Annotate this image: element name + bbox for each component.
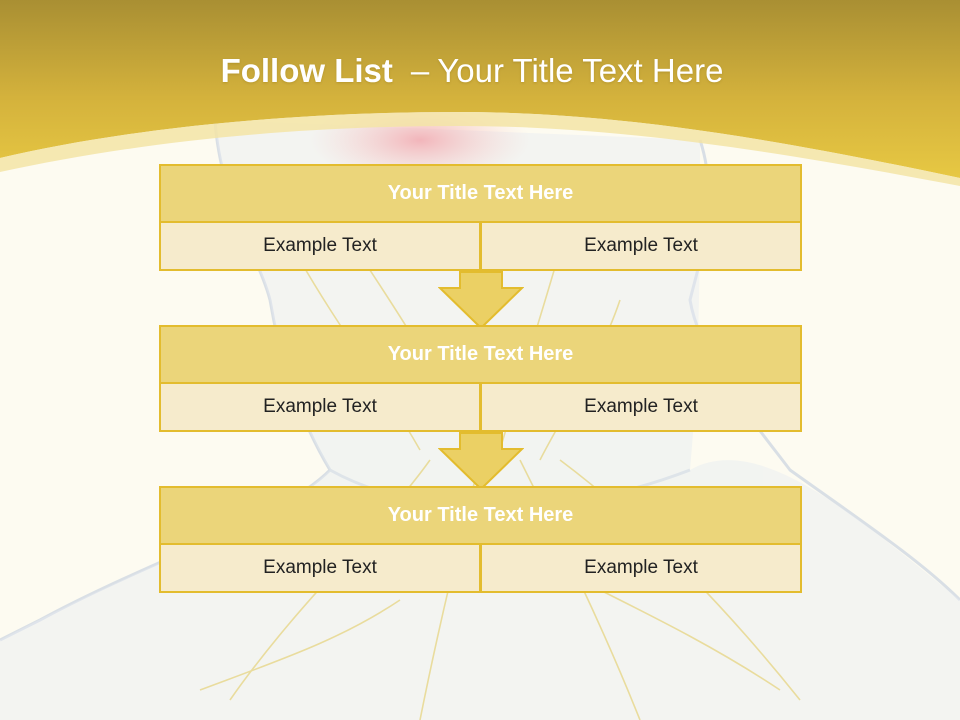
list-block-right-text: Example Text [482,384,800,430]
banner-curve-light [0,112,960,186]
list-block-right-text: Example Text [482,545,800,591]
list-block-left-text: Example Text [161,545,479,591]
list-block-2: Your Title Text Here Example Text Exampl… [159,325,802,432]
down-arrow-icon [438,271,524,330]
title-separator: – [410,52,430,89]
down-arrow-icon [438,432,524,491]
header-banner [0,0,960,178]
list-block-title: Your Title Text Here [161,166,800,221]
slide-title: Follow List–Your Title Text Here [0,52,944,90]
list-block-title: Your Title Text Here [161,327,800,382]
list-block-3: Your Title Text Here Example Text Exampl… [159,486,802,593]
list-block-left-text: Example Text [161,384,479,430]
title-rest: Your Title Text Here [437,52,724,89]
title-bold-part: Follow List [220,52,393,89]
list-block-title: Your Title Text Here [161,488,800,543]
list-block-1: Your Title Text Here Example Text Exampl… [159,164,802,271]
list-block-right-text: Example Text [482,223,800,269]
list-block-left-text: Example Text [161,223,479,269]
